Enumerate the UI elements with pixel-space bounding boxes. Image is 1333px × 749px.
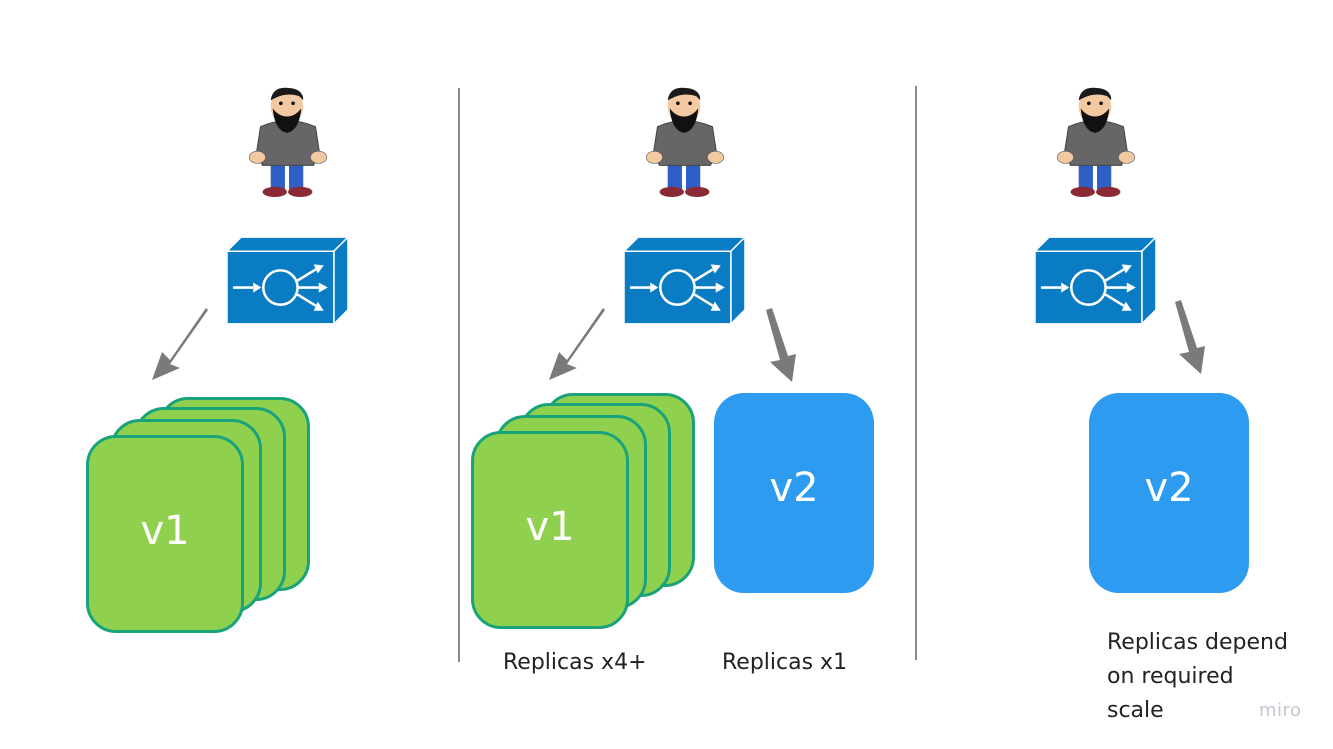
arrow-down-icon	[1175, 300, 1205, 374]
user-avatar	[1056, 87, 1136, 198]
panel-divider-1	[458, 88, 460, 662]
arrow-down-icon	[766, 308, 796, 382]
v2-pod: v2	[1089, 393, 1249, 593]
v1-pod-label: v1	[525, 504, 575, 550]
arrow-down-left-icon	[152, 308, 208, 380]
user-avatar	[645, 87, 725, 198]
v1-pod: v1	[471, 431, 629, 629]
v2-scale-label-line: on required	[1107, 664, 1234, 689]
v2-pod: v2	[714, 393, 874, 593]
v2-pod-label: v2	[769, 465, 819, 511]
load-balancer-icon	[1033, 235, 1158, 326]
v1-pod: v1	[86, 435, 244, 633]
v2-scale-label-line: Replicas depend	[1107, 630, 1288, 655]
load-balancer-icon	[622, 235, 747, 326]
miro-watermark: miro	[1259, 700, 1302, 721]
user-avatar	[248, 87, 328, 198]
panel-divider-2	[915, 86, 917, 660]
v2-replicas-label: Replicas x1	[722, 650, 848, 675]
v1-replicas-label: Replicas x4+	[503, 650, 647, 675]
v2-pod-label: v2	[1144, 465, 1194, 511]
v2-scale-label-line: scale	[1107, 698, 1164, 723]
v1-pod-label: v1	[140, 508, 190, 554]
arrow-down-left-icon	[549, 308, 605, 380]
load-balancer-icon	[225, 235, 350, 326]
